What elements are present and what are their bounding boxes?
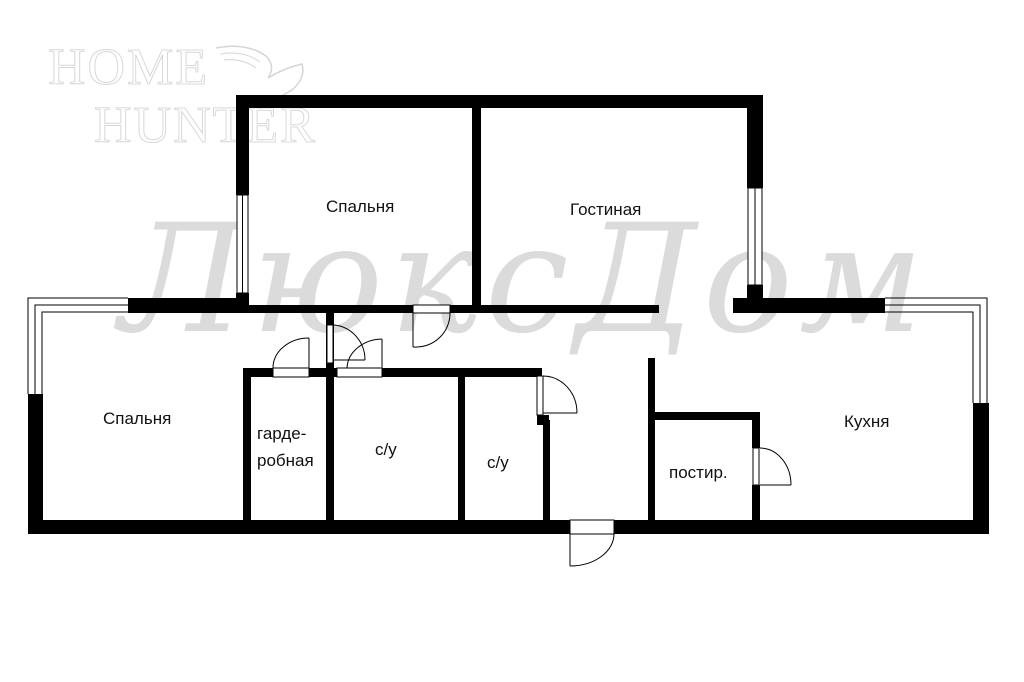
room-label-bathroom-2: с/у bbox=[487, 453, 509, 472]
wall-wardrobe-top-a bbox=[243, 368, 273, 377]
room-label-bedroom-top: Спальня bbox=[326, 197, 395, 216]
door-entrance[interactable] bbox=[569, 533, 615, 567]
room-label-bedroom-left: Спальня bbox=[103, 409, 172, 428]
wall-laundry-right-bottom bbox=[752, 485, 760, 526]
door-frame-laundry bbox=[752, 447, 760, 486]
wall-mid-b bbox=[450, 305, 659, 313]
wall-mid-left bbox=[128, 298, 249, 313]
wall-right-exterior bbox=[973, 403, 989, 534]
logo-line-home: HOME bbox=[47, 39, 210, 96]
room-label-bathroom-1: с/у bbox=[375, 440, 397, 459]
wall-bottom-b bbox=[614, 520, 989, 534]
door-frame-wardrobe bbox=[272, 367, 310, 378]
wall-living-right bbox=[747, 95, 763, 188]
room-label-wardrobe-line1: гарде- bbox=[257, 424, 307, 443]
door-frame-bathroom-1 bbox=[336, 367, 383, 378]
wall-bottom-a bbox=[28, 520, 570, 534]
wall-bath1-bath2 bbox=[458, 368, 465, 526]
wall-left-exterior bbox=[28, 394, 43, 532]
eagle-icon bbox=[215, 45, 304, 105]
wall-bedroom-living bbox=[472, 95, 481, 305]
wall-wardrobe-bath1 bbox=[326, 305, 334, 526]
door-wardrobe[interactable] bbox=[272, 337, 310, 369]
wall-mid-right bbox=[733, 298, 885, 313]
wall-laundry-top bbox=[648, 412, 759, 420]
room-label-laundry: постир. bbox=[669, 463, 728, 482]
room-label-living-room: Гостиная bbox=[570, 200, 642, 219]
wall-laundry-left bbox=[648, 358, 655, 526]
door-bathroom-1[interactable] bbox=[346, 338, 383, 369]
wall-upper-left bbox=[236, 95, 249, 195]
wall-top bbox=[236, 95, 763, 108]
door-bedroom-top[interactable] bbox=[412, 312, 451, 348]
room-label-kitchen: Кухня bbox=[844, 412, 890, 431]
door-frame-bedroom-top bbox=[412, 304, 451, 314]
door-corridor[interactable] bbox=[333, 324, 366, 361]
wall-laundry-right-top bbox=[752, 412, 760, 448]
door-bathroom-2[interactable] bbox=[542, 375, 578, 414]
room-label-wardrobe-line2: робная bbox=[257, 451, 314, 470]
wall-bath2-right bbox=[543, 420, 550, 526]
door-frame-corridor-stub bbox=[326, 324, 334, 364]
wall-wardrobe-top-b bbox=[309, 368, 337, 377]
door-laundry[interactable] bbox=[759, 447, 792, 486]
door-frame-entrance bbox=[569, 519, 615, 535]
wall-wardrobe-left bbox=[243, 368, 251, 526]
door-frame-bathroom-2 bbox=[536, 375, 544, 416]
